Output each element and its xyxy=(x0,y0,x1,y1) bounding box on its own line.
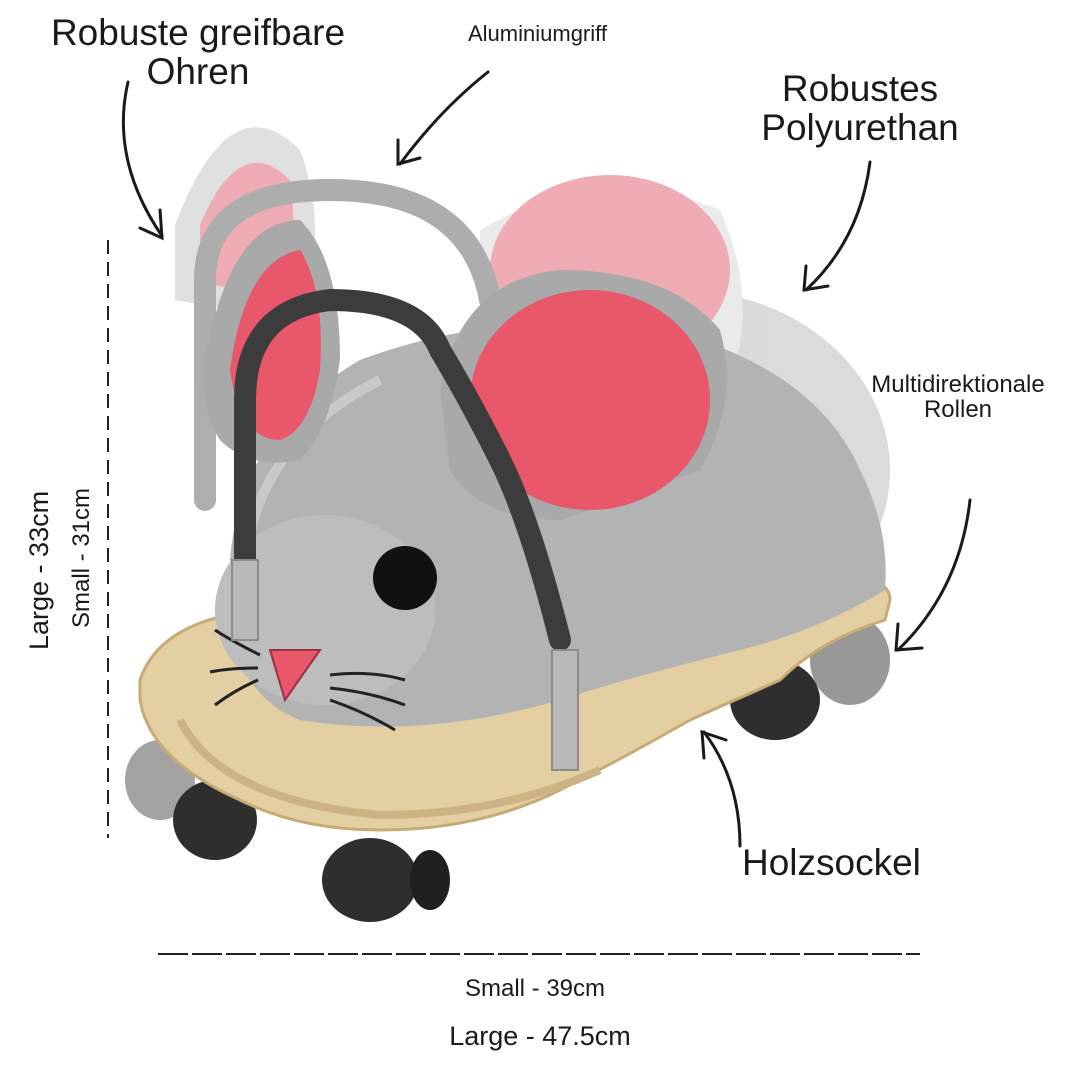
material-label-line-2: Polyurethan xyxy=(761,106,959,148)
handle-label: Aluminiumgriff xyxy=(468,21,607,46)
wheels-label-line-1: Multidirektionale xyxy=(871,371,1045,398)
mouse-body xyxy=(204,220,886,732)
aluminium-handle xyxy=(231,288,579,771)
material-label-line-1: Robustes xyxy=(781,68,939,109)
height-large-label: Large - 33cm xyxy=(24,490,54,650)
width-small-label: Small - 39cm xyxy=(464,975,606,1002)
arrow-icon xyxy=(121,70,972,848)
wheels-label-line-2: Rollen xyxy=(923,396,993,424)
base-label: Holzsockel xyxy=(742,842,921,883)
material-label: Robustes Polyurethan xyxy=(735,68,985,148)
ears-label: Robuste greifbare Ohren xyxy=(28,12,368,92)
wheels-label: Multidirektionale Rollen xyxy=(840,371,1076,424)
ears-label-line-2: Ohren xyxy=(146,50,250,92)
ears-label-line-1: Robuste greifbare xyxy=(50,12,346,53)
height-small-label: Small - 31cm xyxy=(68,487,95,628)
width-large-label: Large - 47.5cm xyxy=(449,1021,631,1051)
